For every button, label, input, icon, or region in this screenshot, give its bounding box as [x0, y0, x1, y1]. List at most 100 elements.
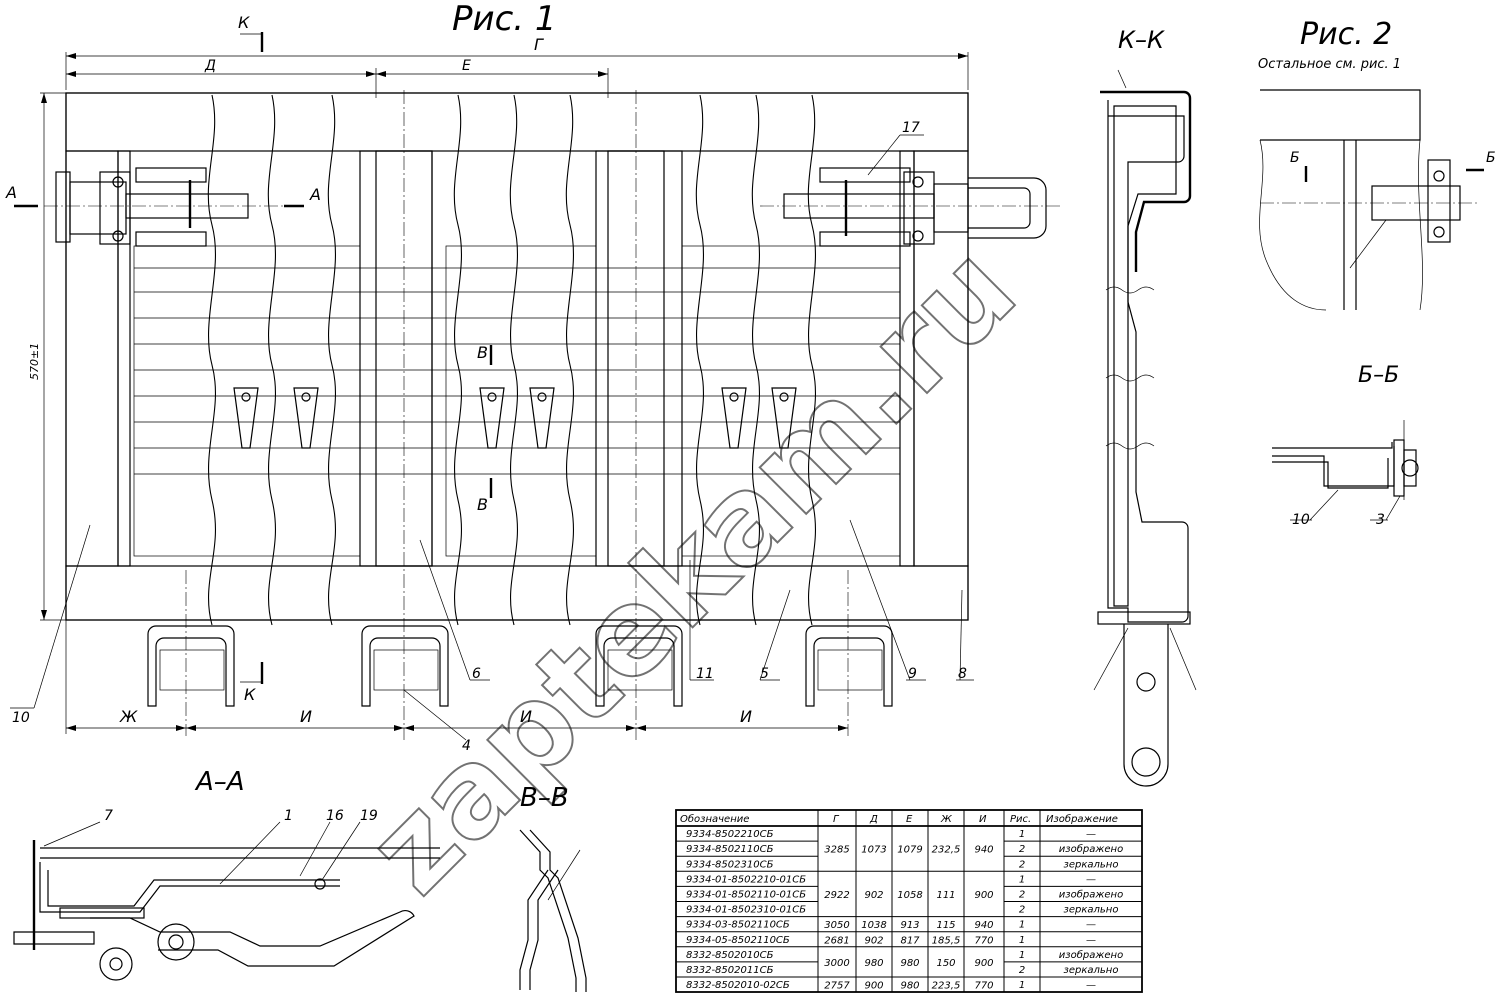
- callout-11: 11: [696, 666, 714, 682]
- bracket: [595, 625, 683, 707]
- bracket: [147, 625, 235, 707]
- bottom-brackets: [147, 625, 893, 707]
- right-lock: [760, 167, 1060, 247]
- cell-E: 1058: [897, 890, 922, 901]
- cell-D: 902: [864, 890, 883, 901]
- th-image: Изображение: [1046, 813, 1118, 825]
- cell-fig: 2: [1019, 965, 1025, 976]
- section-VV-title: В–В: [520, 783, 569, 813]
- hook-tab: [721, 387, 747, 449]
- aa-callout-19: 19: [360, 808, 378, 824]
- hook-tab: [771, 387, 797, 449]
- cell-image: —: [1086, 935, 1096, 946]
- cell-image: изображено: [1059, 949, 1123, 961]
- cell-Zh: 232,5: [932, 845, 961, 856]
- cell-designation: 9334-01-8502110-01СБ: [686, 890, 806, 901]
- cut-B-left: Б: [1290, 150, 1300, 166]
- callout-9: 9: [908, 666, 917, 682]
- cell-fig: 2: [1019, 890, 1025, 901]
- cell-E: 980: [900, 958, 919, 969]
- callout-5: 5: [760, 666, 769, 682]
- cell-G: 2681: [824, 935, 849, 946]
- dim-Zh: Ж: [119, 707, 138, 726]
- cell-E: 817: [900, 935, 920, 946]
- callout-6: 6: [472, 666, 481, 682]
- cell-image: —: [1086, 980, 1096, 991]
- cell-image: зеркально: [1064, 905, 1119, 916]
- callout-10: 10: [12, 710, 30, 726]
- hook-tabs: [233, 387, 797, 449]
- section-BB: Б–Б 10 3: [1272, 363, 1419, 528]
- aa-callout-7: 7: [104, 808, 113, 824]
- section-VV: В–В: [519, 783, 587, 992]
- cell-image: изображено: [1059, 889, 1123, 901]
- dim-D: Д: [204, 58, 216, 74]
- cell-D: 1073: [861, 845, 886, 856]
- section-KK-title: К–К: [1118, 26, 1165, 54]
- cell-fig: 1: [1019, 829, 1025, 840]
- cell-image: зеркально: [1064, 859, 1119, 870]
- hook-tab: [529, 387, 555, 449]
- cell-fig: 2: [1019, 859, 1025, 870]
- bracket: [805, 625, 893, 707]
- corrugation-lines: [134, 267, 900, 475]
- cell-I: 770: [974, 935, 993, 946]
- aa-callout-1: 1: [284, 808, 293, 824]
- cell-I: 940: [974, 920, 993, 931]
- th-E: Е: [906, 814, 913, 825]
- th-Zh: Ж: [940, 814, 953, 825]
- section-AA-title: А–А: [194, 767, 245, 797]
- cell-G: 2922: [824, 890, 849, 901]
- cell-I: 900: [974, 890, 993, 901]
- cell-fig: 1: [1019, 874, 1025, 885]
- cell-E: 913: [900, 920, 919, 931]
- cell-fig: 1: [1019, 935, 1025, 946]
- cell-image: —: [1086, 874, 1096, 885]
- th-G: Г: [833, 814, 840, 825]
- cell-image: —: [1086, 829, 1096, 840]
- cell-image: изображено: [1059, 843, 1123, 855]
- cell-image: зеркально: [1064, 965, 1119, 976]
- cell-designation: 9334-01-8502210-01СБ: [686, 874, 806, 885]
- cell-designation: 9334-01-8502310-01СБ: [686, 905, 806, 916]
- cell-designation: 9334-05-8502110СБ: [686, 935, 790, 946]
- th-fig: Рис.: [1010, 814, 1031, 825]
- th-D: Д: [869, 814, 878, 825]
- cut-A-left: А: [5, 183, 17, 202]
- cell-E: 980: [900, 981, 919, 992]
- dim-I-3: И: [740, 707, 752, 726]
- cell-designation: 9334-8502110СБ: [686, 844, 774, 855]
- cell-I: 900: [974, 958, 993, 969]
- cell-designation: 8332-8502010СБ: [686, 950, 774, 961]
- fig2-detail: Рис. 2 Остальное см. рис. 1 Б Б: [1258, 17, 1496, 311]
- cell-designation: 9334-03-8502110СБ: [686, 920, 790, 931]
- dim-height: 570±1: [28, 343, 41, 380]
- cell-designation: 9334-8502310СБ: [686, 859, 774, 870]
- cut-K-bottom: К: [244, 685, 256, 704]
- cell-fig: 2: [1019, 905, 1025, 916]
- hook-tab: [479, 387, 505, 449]
- cell-E: 1079: [897, 845, 922, 856]
- left-lock: [44, 167, 300, 247]
- cell-designation: 8332-8502011СБ: [686, 965, 774, 976]
- cell-D: 902: [864, 935, 883, 946]
- bb-callout-10: 10: [1292, 512, 1310, 528]
- cell-G: 3000: [824, 958, 849, 969]
- cell-G: 3285: [824, 845, 849, 856]
- cut-V-top: В: [477, 343, 488, 362]
- dim-E: Е: [462, 58, 471, 74]
- spec-table: Обозначение Г Д Е Ж И Рис. Изображение 9…: [675, 809, 1143, 993]
- cell-Zh: 223,5: [932, 981, 961, 992]
- aa-callout-16: 16: [326, 808, 344, 824]
- callouts: 17 10 6 11 5 9 8 4: [10, 120, 974, 754]
- bracket: [361, 625, 449, 707]
- cell-fig: 2: [1019, 844, 1025, 855]
- fig1-title: Рис. 1: [452, 0, 557, 39]
- cell-I: 770: [974, 981, 993, 992]
- cell-fig: 1: [1019, 950, 1025, 961]
- callout-4: 4: [462, 738, 471, 754]
- cell-fig: 1: [1019, 980, 1025, 991]
- dim-G: Г: [534, 35, 544, 54]
